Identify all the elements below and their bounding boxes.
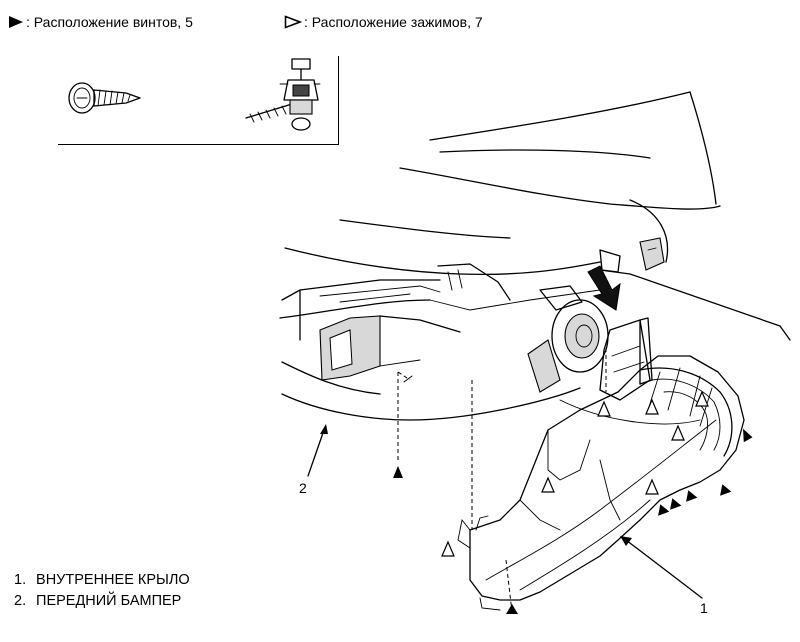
alignment-guides — [397, 348, 607, 613]
parts-list: 1. ВНУТРЕННЕЕ КРЫЛО 2. ПЕРЕДНИЙ БАМПЕР — [14, 570, 190, 612]
legend-screws: : Расположение винтов, 5 — [8, 14, 193, 30]
screw-illustration — [68, 82, 141, 114]
parts-list-number: 1. — [14, 572, 27, 588]
clip-marker — [597, 400, 611, 417]
front-bumper — [281, 387, 581, 421]
clip-illustration — [245, 58, 321, 131]
callout-leaders — [307, 424, 703, 599]
clip-marker — [645, 398, 659, 415]
outline-triangle-icon — [284, 15, 302, 29]
filled-triangle-icon — [9, 16, 23, 28]
clip-marker — [671, 424, 685, 441]
screw-marker — [720, 484, 732, 496]
legend-clips-text: : Расположение зажимов, 7 — [304, 14, 483, 30]
parts-list-label: ВНУТРЕННЕЕ КРЫЛО — [36, 572, 190, 588]
front-frame-rails — [279, 263, 791, 395]
parts-list-label: ПЕРЕДНИЙ БАМПЕР — [36, 593, 182, 609]
clip-location-markers — [441, 390, 709, 557]
parts-list-number: 2. — [14, 593, 27, 609]
screw-marker — [658, 504, 670, 516]
clip-marker — [645, 478, 659, 495]
callout-inner-fender-number: 1 — [700, 600, 708, 616]
legend-clips: : Расположение зажимов, 7 — [284, 14, 483, 30]
screw-marker — [686, 490, 698, 502]
clip-marker — [441, 540, 455, 557]
screw-marker — [393, 466, 403, 478]
clip-marker — [541, 476, 555, 493]
screw-marker — [506, 604, 518, 614]
screw-marker — [743, 428, 753, 443]
screw-marker — [670, 498, 682, 510]
parts-list-item: 1. ВНУТРЕННЕЕ КРЫЛО — [14, 570, 190, 591]
callout-bumper-number: 2 — [299, 480, 307, 496]
wheel-hub-assembly — [527, 249, 701, 425]
legend-screws-text: : Расположение винтов, 5 — [26, 14, 193, 30]
screw-location-markers — [393, 428, 753, 614]
fastener-inset-frame — [58, 56, 339, 145]
parts-list-item: 2. ПЕРЕДНИЙ БАМПЕР — [14, 591, 190, 612]
removal-direction-arrow — [587, 265, 621, 311]
body-outline — [284, 91, 721, 276]
clip-marker — [695, 390, 709, 407]
inner-fender — [457, 317, 745, 611]
